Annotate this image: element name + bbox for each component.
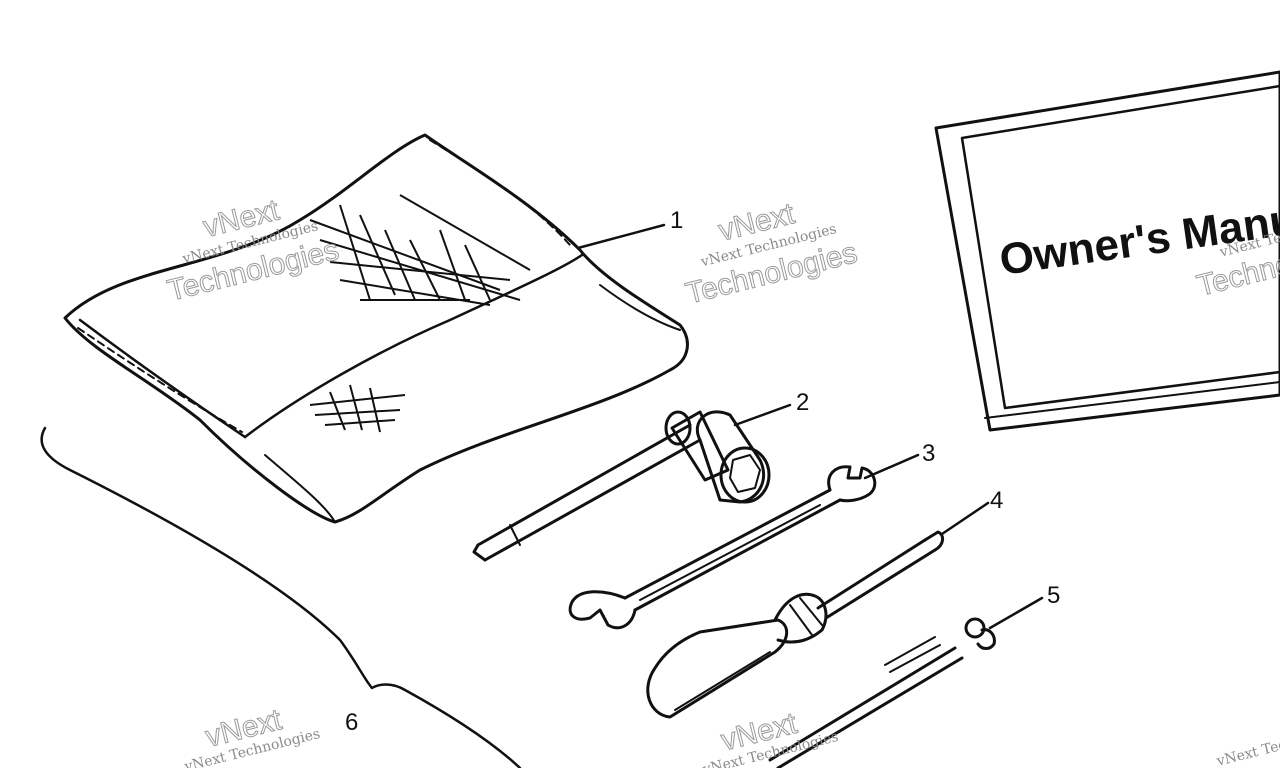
- watermark-top-center: vNext vNext Technologies Technologies: [682, 197, 861, 312]
- callout-4: 4: [990, 487, 1003, 514]
- leader-lines: [576, 223, 1044, 630]
- spark-plug-socket-wrench: [472, 410, 771, 562]
- callout-2: 2: [796, 389, 809, 416]
- watermark-top-left: vNext vNext Technologies Technologies: [164, 193, 343, 308]
- tool-pouch: [63, 133, 689, 524]
- watermark-bottom-left: vNext vNext Technologies: [182, 703, 322, 768]
- pouch-hatch-upper: [309, 194, 531, 306]
- callout-3: 3: [922, 440, 935, 467]
- open-end-wrench: [568, 465, 877, 630]
- callout-6: 6: [345, 709, 358, 736]
- callout-5: 5: [1047, 582, 1060, 609]
- svg-text:vNext Technologies: vNext Technologies: [1214, 720, 1280, 768]
- tool-extension-handle: [768, 617, 996, 768]
- watermark-bottom-right: vNext Technologies: [1214, 720, 1280, 768]
- watermark-bottom-center: vNext vNext Technologies: [700, 706, 840, 768]
- pouch-hatch-lower: [309, 384, 406, 433]
- callout-1: 1: [670, 207, 683, 234]
- screwdriver: [646, 530, 944, 719]
- group-bracket: [40, 426, 522, 768]
